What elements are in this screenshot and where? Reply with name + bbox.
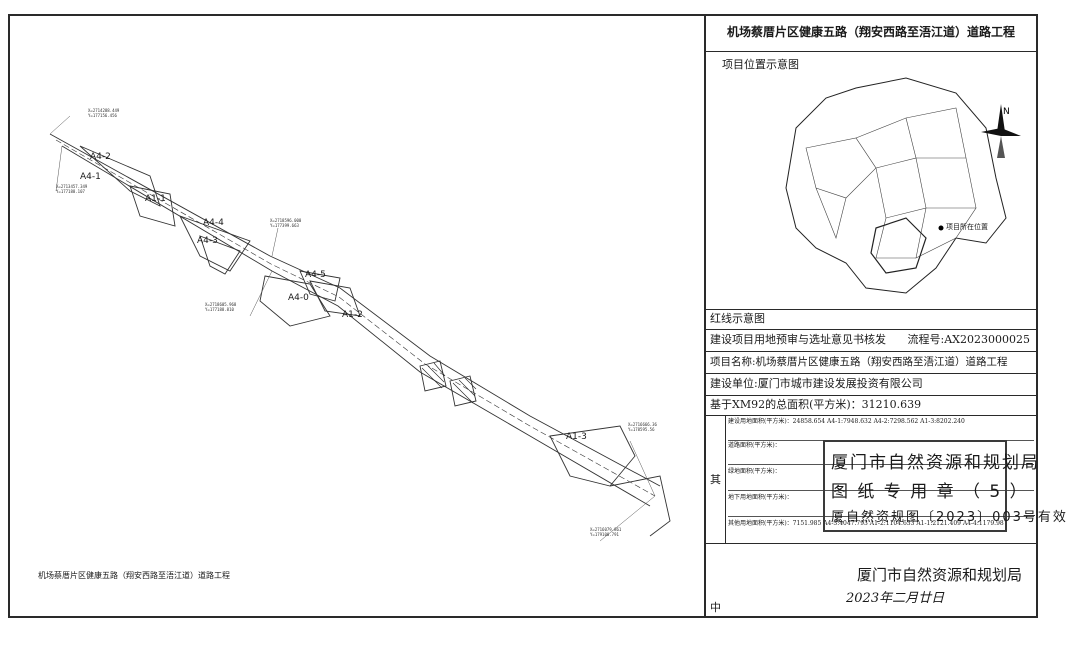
official-stamp: 厦门市自然资源和规划局 图 纸 专 用 章 （ 5 ） 厦自然资规图〔2023〕… xyxy=(823,440,1066,532)
area-row: 其他用地面积(平方米)：7151.985 A4-3:4047.793 A1-2:… xyxy=(728,520,1008,527)
hatch-block-2 xyxy=(449,375,477,407)
plan-label: A1-1 xyxy=(145,194,166,204)
parcel-a4-4 xyxy=(179,215,251,272)
location-map-section: 项目位置示意图 项目所在位置 N xyxy=(706,52,1036,310)
plan-label: A4-1 xyxy=(80,172,101,182)
parcel-a1-1 xyxy=(129,185,176,227)
total-area: 基于XM92的总面积(平方米)：31210.639 xyxy=(706,396,1036,416)
plan-label: A4-4 xyxy=(203,218,224,228)
drawing-title: 机场蔡厝片区健康五路（翔安西路至浯江道）道路工程 xyxy=(38,571,230,580)
project-name: 项目名称:机场蔡厝片区健康五路（翔安西路至浯江道）道路工程 xyxy=(706,352,1036,374)
area-row: 道路面积(平方米)： xyxy=(728,442,1034,465)
flow-number: 流程号:AX2023000025 xyxy=(907,333,1030,346)
plan-label: A1-2 xyxy=(342,310,363,320)
stamp-line-3: 厦自然资规图〔2023〕003号有效 xyxy=(831,510,1068,525)
approval-text: 建设项目用地预审与选址意见书核发 xyxy=(710,333,886,346)
hatch-block-1 xyxy=(419,360,447,392)
area-row: 地下用地面积(平方米)： xyxy=(728,494,1034,517)
builder: 建设单位:厦门市城市建设发展投资有限公司 xyxy=(706,374,1036,396)
approval-row: 建设项目用地预审与选址意见书核发 流程号:AX2023000025 xyxy=(706,330,1036,352)
area-row: 绿地面积(平方米)： xyxy=(728,468,1034,491)
area-breakdown: 其中 建设用地面积(平方米)：24858.654 A4-1:7948.632 A… xyxy=(706,416,1036,614)
svg-text:N: N xyxy=(1003,107,1010,117)
plan-label: A4-3 xyxy=(197,236,218,246)
parcel-a1-3 xyxy=(549,425,636,487)
redline-label: 红线示意图 xyxy=(706,310,1036,330)
location-map-label: 项目位置示意图 xyxy=(722,58,799,71)
of-which-label: 其中 xyxy=(706,416,726,614)
authority-name: 厦门市自然资源和规划局 xyxy=(857,566,1023,584)
site-label: 项目所在位置 xyxy=(946,223,988,231)
parcel-a4-0 xyxy=(259,275,331,327)
coordinate-label: X=2718605.968 Y=177188.810 xyxy=(205,302,237,312)
plan-label: A4-5 xyxy=(305,270,326,280)
plan-label: A1-3 xyxy=(566,432,587,442)
stamp-line-1: 厦门市自然资源和规划局 xyxy=(831,453,1040,473)
project-title: 机场蔡厝片区健康五路（翔安西路至浯江道）道路工程 xyxy=(706,16,1036,52)
north-arrow-icon: N xyxy=(981,104,1021,158)
parcel-a4-3 xyxy=(199,235,241,275)
coordinate-label: X=2718596.000 Y=177399.663 xyxy=(270,218,302,228)
panel-divider xyxy=(704,14,706,618)
info-panel: 机场蔡厝片区健康五路（翔安西路至浯江道）道路工程 项目位置示意图 项目所在位置 … xyxy=(706,16,1036,616)
approval-date: 2023年二月廿日 xyxy=(846,591,945,606)
coordinate-label: X=2713457.349 Y=177188.107 xyxy=(56,184,88,194)
parcel-a4-5 xyxy=(299,270,341,302)
parcel-a1-2 xyxy=(309,280,361,317)
drawing-frame xyxy=(8,14,1038,618)
parcel-a4-2 xyxy=(79,145,161,207)
location-map xyxy=(785,77,1007,294)
coordinate-label: X=2716079.861 Y=179100.791 xyxy=(590,527,622,537)
coordinate-label: X=2714288.449 Y=177156.456 xyxy=(88,108,120,118)
plan-label: A4-2 xyxy=(90,152,111,162)
stamp-line-2: 图 纸 专 用 章 （ 5 ） xyxy=(831,482,1029,502)
plan-label: A4-0 xyxy=(288,293,309,303)
road-taper-east xyxy=(609,475,671,537)
coordinate-label: X=2716666.36 Y=178595.56 xyxy=(628,422,657,432)
area-row: 建设用地面积(平方米)：24858.654 A4-1:7948.632 A4-2… xyxy=(728,418,1034,441)
road-plan-drawing xyxy=(49,115,671,542)
road-edge-north xyxy=(49,133,661,487)
